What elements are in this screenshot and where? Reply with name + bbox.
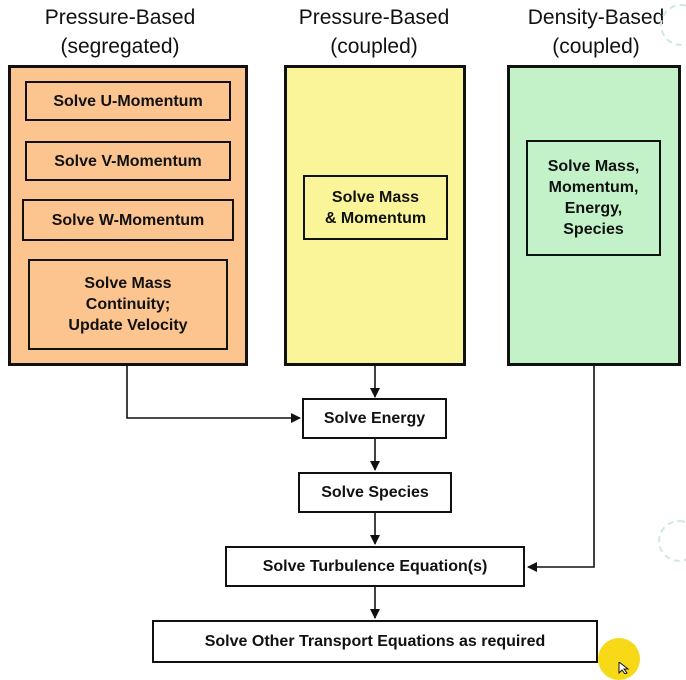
box-label: Solve Other Transport Equations as requi…: [204, 633, 546, 650]
box-label-line3: Update Velocity: [68, 317, 188, 334]
box-label-line2: Continuity;: [85, 296, 171, 313]
box-label: Solve U-Momentum: [53, 92, 203, 110]
column-title-line1: Density-Based: [527, 6, 665, 29]
column-title-line2: (coupled): [330, 35, 418, 58]
column-title-pressure-coupled: Pressure-Based (coupled): [274, 3, 474, 61]
pressure-coupled-panel: [284, 65, 466, 366]
solve-species-box: Solve Species: [298, 472, 452, 513]
column-title-line2: (coupled): [552, 35, 640, 58]
solve-w-momentum-box: Solve W-Momentum: [22, 199, 234, 241]
solve-energy-box: Solve Energy: [302, 398, 447, 439]
column-title-line1: Pressure-Based: [298, 6, 450, 29]
box-label: Solve Turbulence Equation(s): [262, 558, 488, 575]
solve-u-momentum-box: Solve U-Momentum: [25, 81, 231, 121]
box-label: Solve V-Momentum: [54, 152, 202, 170]
box-label-line2: Momentum,: [548, 179, 639, 196]
solve-mass-momentum-box: Solve Mass & Momentum: [303, 175, 448, 240]
column-title-segregated: Pressure-Based (segregated): [20, 3, 220, 61]
box-label-line1: Solve Mass,: [547, 158, 640, 175]
solve-mass-momentum-energy-species-box: Solve Mass, Momentum, Energy, Species: [526, 140, 661, 256]
box-label-line1: Solve Mass: [84, 275, 172, 292]
box-label: Solve W-Momentum: [51, 211, 205, 229]
mouse-pointer-icon: [618, 662, 630, 674]
segregated-panel: [8, 65, 248, 366]
box-label: Solve Species: [321, 484, 429, 501]
arrow-segregated-to-energy: [126, 366, 301, 423]
box-label-line2: & Momentum: [324, 209, 427, 227]
arrow-density-to-turbulence: [527, 366, 595, 572]
box-label-line4: Species: [563, 221, 624, 238]
solve-other-transport-box: Solve Other Transport Equations as requi…: [152, 620, 598, 663]
solve-turbulence-box: Solve Turbulence Equation(s): [225, 546, 525, 587]
column-title-density-coupled: Density-Based (coupled): [496, 3, 686, 61]
density-coupled-panel: [507, 65, 681, 366]
box-label-line3: Energy,: [564, 200, 623, 217]
column-title-line1: Pressure-Based: [44, 6, 196, 29]
solve-v-momentum-box: Solve V-Momentum: [25, 141, 231, 181]
box-label: Solve Energy: [323, 410, 426, 427]
box-label-line1: Solve Mass: [331, 188, 420, 206]
column-title-line2: (segregated): [60, 35, 180, 58]
solve-mass-continuity-box: Solve Mass Continuity; Update Velocity: [28, 259, 228, 350]
decorative-circle: [658, 520, 686, 562]
